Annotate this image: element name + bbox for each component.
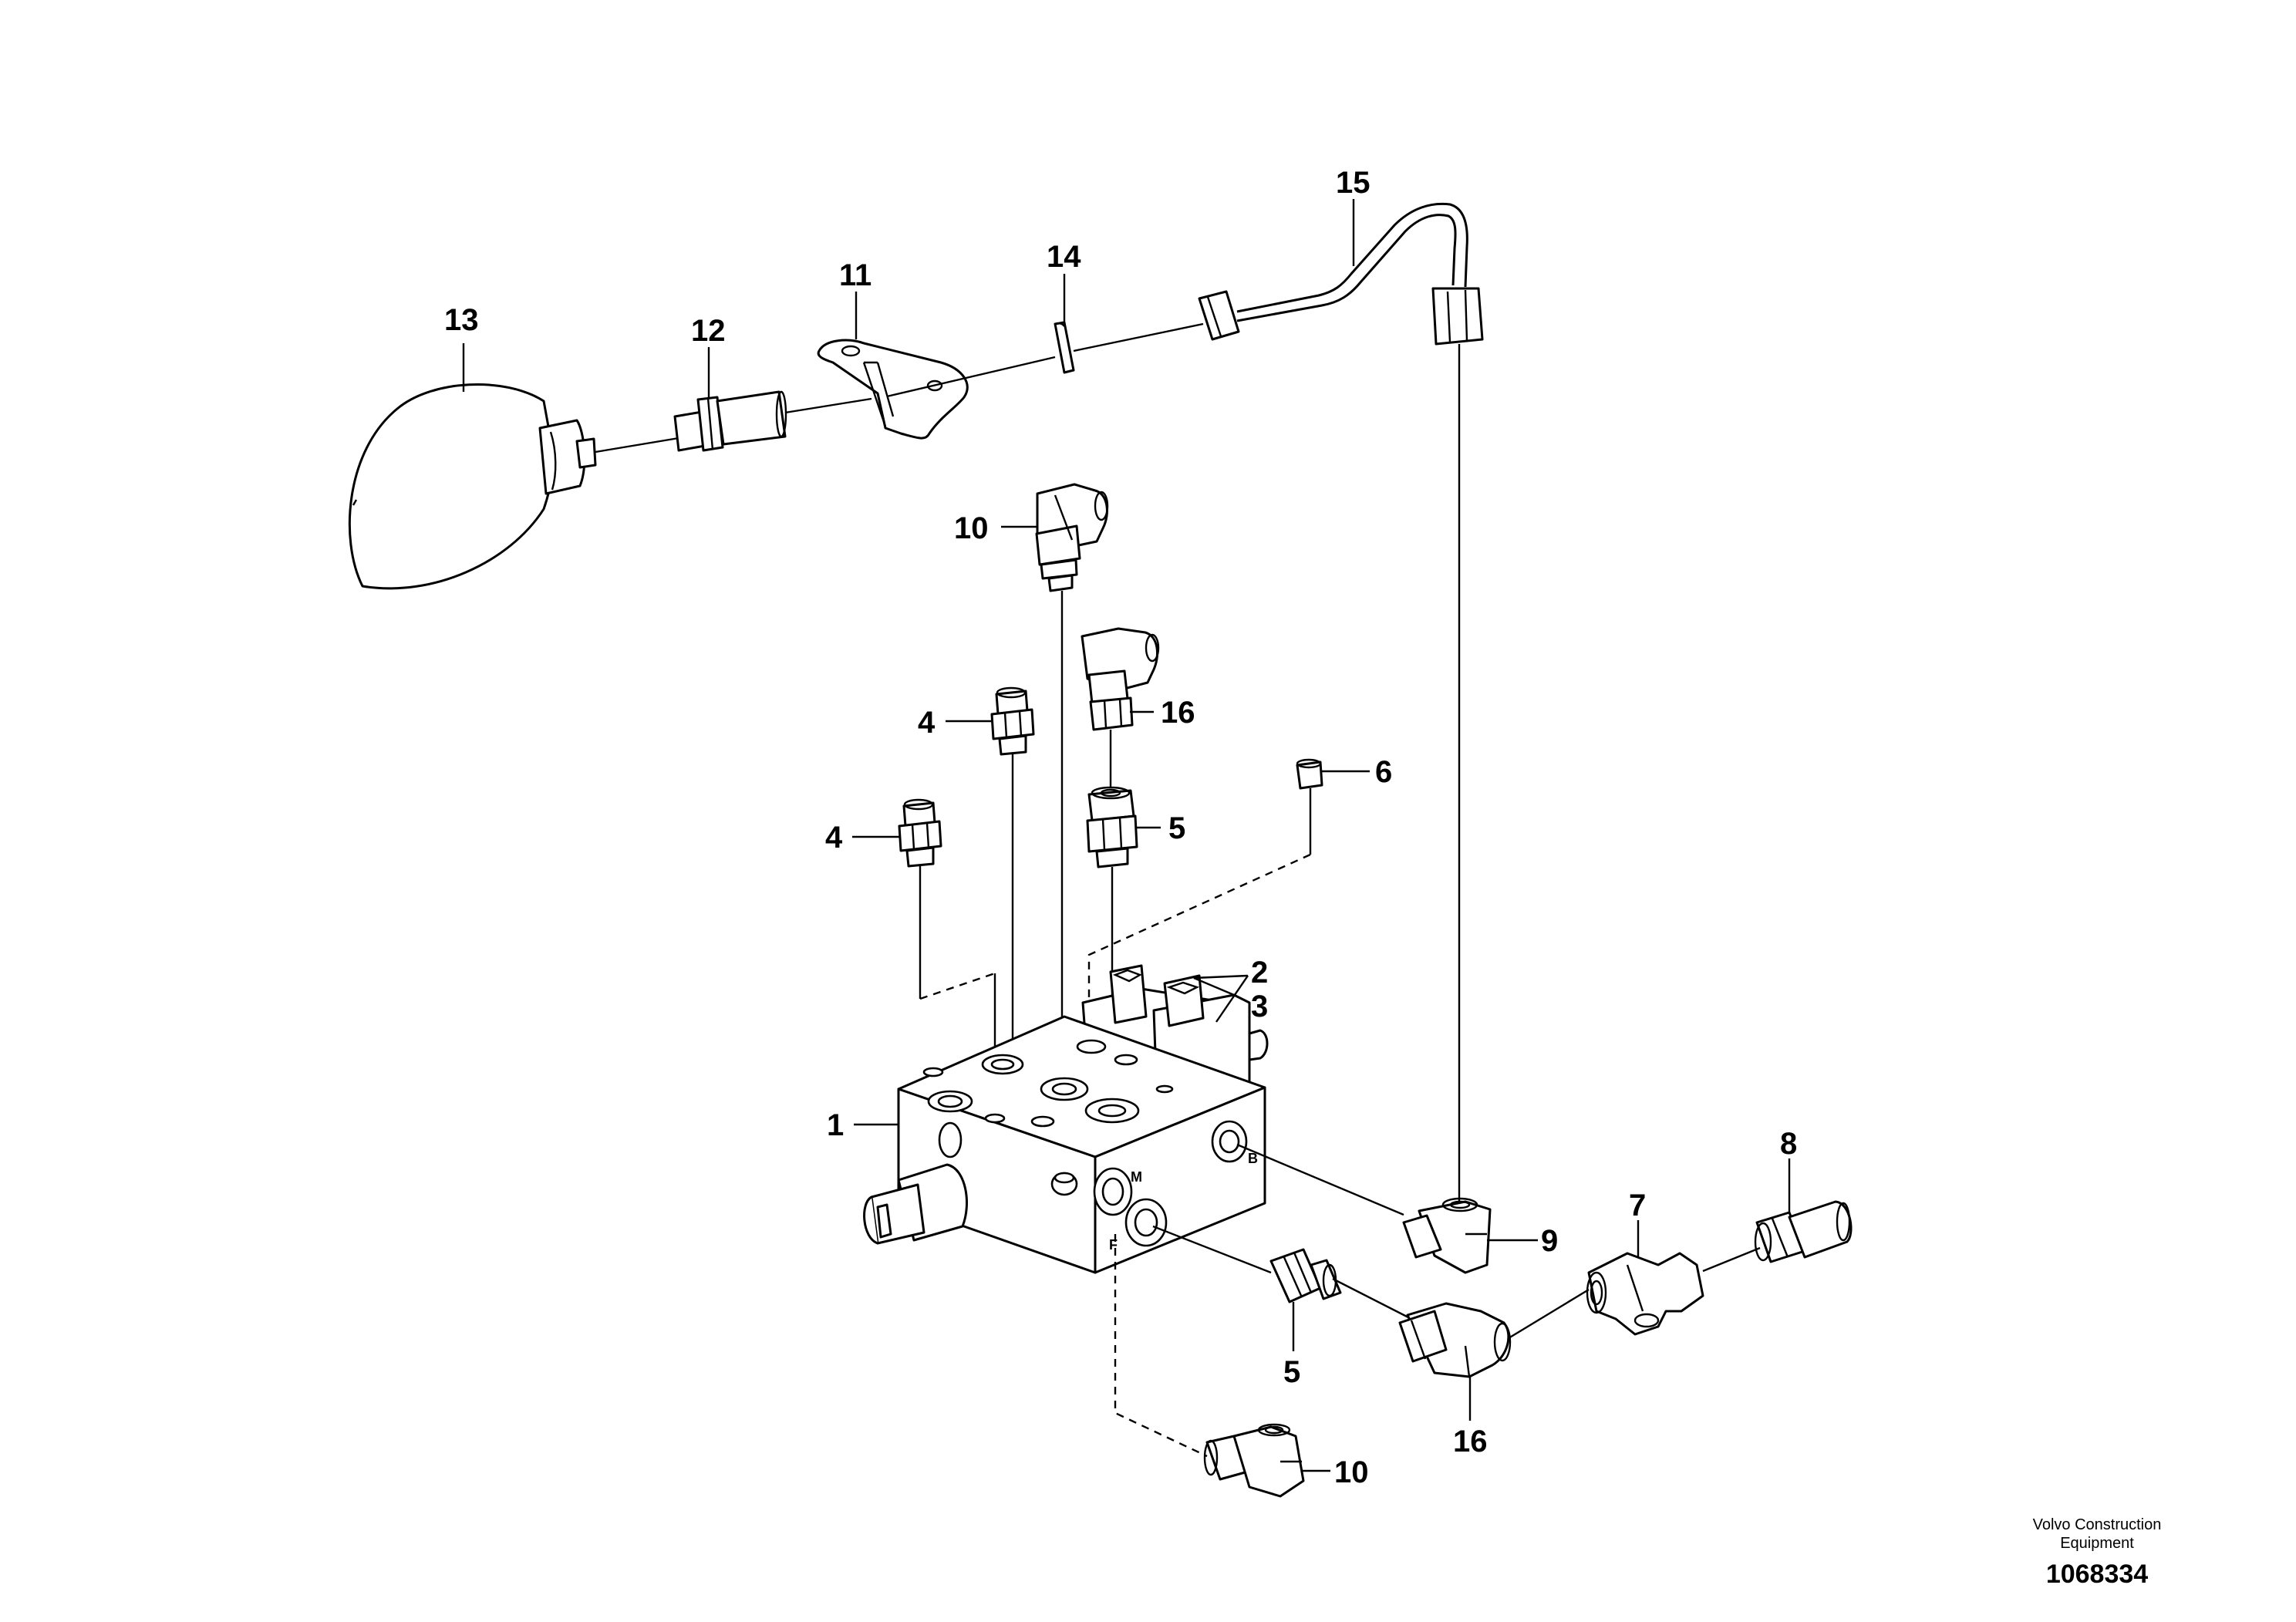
- clamp-bracket-11[interactable]: [817, 339, 969, 440]
- elbow-fitting-10-bottom[interactable]: [1203, 1423, 1305, 1498]
- pipe-15[interactable]: [1198, 202, 1484, 346]
- callout-15: 15: [1336, 166, 1371, 200]
- tee-fitting-7[interactable]: [1586, 1252, 1704, 1336]
- port-mark-b: B: [1248, 1151, 1258, 1166]
- elbow-fitting-16-upper[interactable]: [1081, 627, 1160, 731]
- callout-16-lower: 16: [1453, 1425, 1488, 1458]
- plug-6[interactable]: [1296, 758, 1323, 790]
- callout-7: 7: [1629, 1189, 1646, 1222]
- callout-8: 8: [1780, 1127, 1797, 1161]
- callout-1: 1: [827, 1108, 844, 1142]
- callout-10-top: 10: [954, 511, 989, 545]
- dashed-lead-4-lower: [919, 972, 996, 1000]
- fitting-12[interactable]: [673, 390, 787, 452]
- accumulator-13[interactable]: [348, 383, 597, 590]
- pipe-block-to-adapter-5: [1152, 1225, 1272, 1274]
- adapter-5-upper[interactable]: [1086, 786, 1138, 868]
- callout-13: 13: [444, 303, 479, 337]
- pipe-tee-to-fitting-8: [1702, 1246, 1761, 1273]
- callout-4-upper: 4: [918, 706, 936, 740]
- leader-2: [1193, 974, 1249, 996]
- test-nipple-4-upper[interactable]: [990, 686, 1035, 756]
- pipe-spacer-to-nut: [1073, 322, 1204, 352]
- callout-3: 3: [1251, 990, 1268, 1023]
- adapter-5-lower[interactable]: [1269, 1248, 1342, 1303]
- callout-2: 2: [1251, 956, 1268, 990]
- pipe-clamp-to-spacer: [886, 356, 1056, 398]
- callout-11: 11: [839, 258, 872, 292]
- manufacturer-name-line2: Equipment: [2060, 1535, 2134, 1552]
- valve-block-1[interactable]: M F B: [863, 1015, 1266, 1274]
- manufacturer-name: Volvo Construction: [2032, 1516, 2162, 1533]
- dashed-lead-block-to-elbow-10: [1114, 1234, 1208, 1458]
- pipe-block-to-elbow-9: [1236, 1143, 1404, 1216]
- callout-14: 14: [1047, 240, 1081, 274]
- elbow-fitting-10-top[interactable]: [1035, 483, 1109, 592]
- elbow-fitting-16-lower[interactable]: [1398, 1302, 1512, 1378]
- drawing-number: 1068334: [2045, 1560, 2149, 1589]
- callout-4-lower: 4: [825, 821, 843, 855]
- callout-6: 6: [1375, 755, 1392, 789]
- leader-3: [1215, 975, 1249, 1023]
- callout-5-upper: 5: [1168, 811, 1185, 845]
- port-mark-m: M: [1131, 1169, 1142, 1185]
- pipe-fitting-to-clamp: [784, 397, 872, 414]
- pipe-elbow-16-to-tee: [1508, 1288, 1590, 1340]
- drawing-footer: Volvo Construction Equipment 1068334: [1935, 1516, 2259, 1591]
- callout-10-bottom: 10: [1334, 1455, 1369, 1489]
- callout-16-upper: 16: [1161, 696, 1195, 730]
- callout-12: 12: [691, 314, 726, 348]
- sleeve-14[interactable]: [1054, 321, 1075, 374]
- port-mark-f: F: [1109, 1237, 1118, 1253]
- test-nipple-4-lower[interactable]: [898, 798, 942, 868]
- pipe-adapter-5-to-elbow-16: [1332, 1277, 1412, 1320]
- callout-9: 9: [1541, 1224, 1558, 1258]
- callout-5-lower: 5: [1283, 1355, 1300, 1389]
- elbow-fitting-9[interactable]: [1402, 1197, 1492, 1274]
- pipe-accumulator-to-fitting: [595, 437, 679, 454]
- fitting-8[interactable]: [1754, 1200, 1853, 1263]
- dashed-lead-plug-6: [1087, 853, 1311, 1010]
